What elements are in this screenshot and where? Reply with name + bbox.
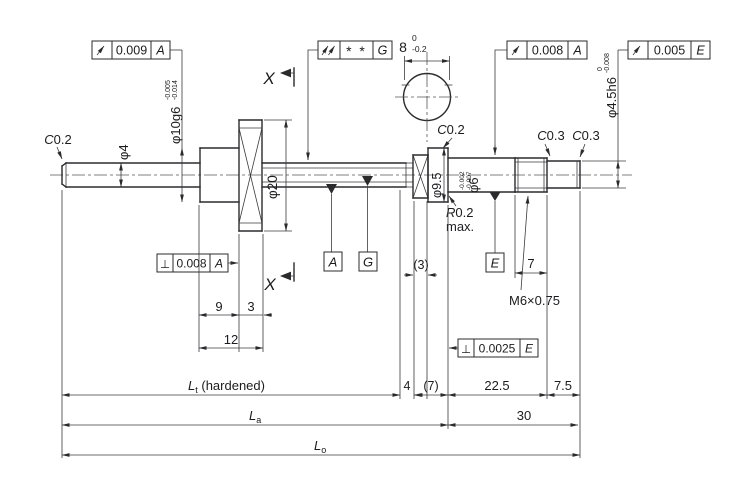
dia4-5h6-tol-lower: -0.008 (604, 53, 611, 73)
dim-7: 7 (514, 256, 548, 275)
fcf-total-runout-G: * * G (306, 40, 393, 161)
fcf-value: 0.008 (532, 44, 563, 58)
fillet-note: max. (446, 219, 474, 234)
fcf-runout-008-A: 0.008 A (493, 40, 588, 156)
dim-la: La (249, 408, 261, 425)
shaft-outline (61, 119, 581, 232)
dia10g6-label: φ10g6 (168, 107, 183, 144)
dim-dia9-5: φ9.5 (430, 147, 446, 203)
dia10g6-tol-upper: -0.005 (165, 80, 172, 100)
perpendicularity-icon: ⊥ (160, 259, 170, 271)
dim-3-paren: (3) (404, 258, 437, 277)
dia4-5h6-label: φ4.5h6 (604, 77, 619, 118)
fcf-runout-009-A: 0.009 A (91, 40, 182, 60)
datum-a: A (323, 184, 343, 272)
fcf-datum: A (214, 257, 223, 271)
chamfer-callout-left: C0.2 (44, 132, 72, 160)
section-label-bottom: X (263, 275, 276, 294)
fcf-value: 0.0025 (479, 342, 516, 356)
dia6-tol-lower: -0.007 (466, 171, 473, 190)
svg-text:C0.2: C0.2 (437, 122, 464, 137)
fcf-perpendicularity-0025-E: ⊥ 0.0025 E (448, 338, 539, 358)
dia4-5h6-tol-upper: 0 (597, 67, 604, 71)
section-label-top: X (262, 69, 275, 88)
dim-9-3-12: 9 3 12 (198, 299, 272, 350)
dim-dia4: φ4 (116, 144, 131, 188)
section-x-view: 8 0 -0.2 (395, 33, 459, 142)
dim-lt: Lt (hardened) (188, 378, 265, 395)
fcf-value: * * (346, 43, 367, 59)
dia6-label: φ6 (466, 177, 481, 193)
dim-row-2: La 30 (61, 408, 579, 427)
fcf-datum: E (525, 342, 534, 356)
dim-7p: (7) (423, 379, 438, 393)
dim-7-5: 7.5 (554, 378, 572, 393)
dim-dia4-5h6: φ4.5h6 0 -0.008 (582, 50, 626, 189)
dim-12: 12 (224, 332, 238, 347)
fcf-value: 0.005 (654, 44, 685, 58)
section-width-tol-upper: 0 (412, 33, 417, 43)
total-runout-icon (321, 45, 335, 56)
section-width-label: 8 (399, 39, 407, 55)
dim-7-label: 7 (527, 256, 534, 271)
circular-runout-icon (96, 45, 105, 56)
dia9-5-label: φ9.5 (430, 172, 444, 198)
fcf-datum: E (696, 44, 705, 58)
chamfer-callout-c3b: C0.3 (572, 128, 600, 158)
section-arrow-bottom: X (263, 262, 295, 294)
fcf-datum: A (155, 44, 164, 58)
fillet-prefix: R (446, 205, 455, 220)
datum-e: E (485, 192, 505, 273)
chamfer-callout-c3a: C0.3 (537, 128, 565, 157)
circular-runout-icon (511, 45, 520, 56)
dia4-label: φ4 (116, 144, 131, 160)
dim-22-5: 22.5 (484, 378, 509, 393)
svg-text:C0.3: C0.3 (537, 128, 564, 143)
circular-runout-icon (632, 45, 641, 56)
dia10g6-tol-lower: -0.014 (172, 80, 179, 100)
perpendicularity-icon: ⊥ (461, 344, 471, 356)
datum-a-label: A (328, 255, 338, 270)
fcf-value: 0.008 (176, 257, 206, 271)
chamfer-prefix: C (44, 132, 54, 147)
dim-lo: Lo (314, 438, 326, 455)
thread-callout: M6×0.75 (509, 195, 560, 308)
dim-30: 30 (517, 408, 531, 423)
dia6-tol-upper: -0.002 (459, 171, 466, 190)
dim-3: 3 (247, 299, 254, 314)
section-arrow-top: X (262, 67, 295, 88)
dim-3p: (3) (413, 258, 428, 272)
dim-row-3: Lo (61, 438, 581, 457)
section-width-tol-lower: -0.2 (412, 44, 427, 54)
dim-4: 4 (404, 379, 411, 393)
chamfer-callout-mid: C0.2 (437, 122, 465, 149)
fillet-value: 0.2 (455, 205, 473, 220)
fcf-datum: A (572, 44, 581, 58)
thread-label: M6×0.75 (509, 293, 560, 308)
fcf-value: 0.009 (116, 44, 147, 58)
dim-dia20: φ20 (264, 119, 292, 232)
fcf-datum: G (378, 44, 388, 58)
datum-g: G (358, 176, 378, 272)
dim-dia10g6: φ10g6 -0.005 -0.014 (165, 50, 184, 203)
svg-text:R0.2: R0.2 (446, 205, 473, 220)
fillet-callout: R0.2 max. (446, 195, 474, 234)
svg-text:C0.3: C0.3 (572, 128, 599, 143)
svg-text:C0.2: C0.2 (44, 132, 71, 147)
fcf-perpendicularity-008-A: ⊥ 0.008 A (156, 253, 239, 273)
dim-9: 9 (215, 299, 222, 314)
extension-lines (61, 190, 581, 458)
fcf-runout-005-E: 0.005 E (618, 40, 711, 60)
dia20-label: φ20 (265, 175, 280, 199)
dim-dia6: φ6 -0.002 -0.007 (459, 171, 481, 193)
chamfer-value: 0.2 (54, 132, 72, 147)
datum-g-label: G (363, 255, 373, 270)
datum-e-label: E (491, 256, 500, 271)
dim-row-1: Lt (hardened) 4 (7) 22.5 7.5 (61, 378, 581, 397)
